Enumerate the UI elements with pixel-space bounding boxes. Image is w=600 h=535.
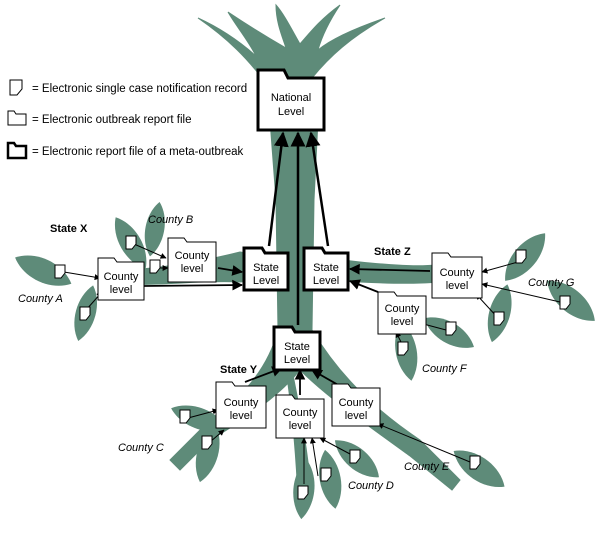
county-box-y2: County level	[275, 394, 325, 439]
case-record-icon	[149, 259, 161, 274]
state-z-level-node: State Level	[302, 246, 350, 292]
legend-outbreak-file-icon	[7, 110, 27, 126]
county-box-line2: level	[289, 420, 312, 432]
case-record-icon	[79, 306, 91, 321]
case-record-icon	[179, 409, 191, 424]
county-d-label: County D	[348, 480, 394, 492]
case-record-icon	[54, 264, 66, 279]
case-record-icon	[559, 295, 571, 310]
county-box-z2: County level	[377, 291, 427, 335]
case-record-icon	[515, 249, 527, 264]
county-box-line1: County	[283, 407, 318, 419]
state-y-level-line1: State	[284, 341, 310, 353]
legend: = Electronic single case notification re…	[6, 79, 247, 160]
county-box-y3: County level	[331, 383, 381, 427]
county-box-line2: level	[110, 284, 133, 296]
state-x-level-line2: Level	[253, 275, 279, 287]
case-record-icon	[469, 455, 481, 470]
legend-single-case-label: = Electronic single case notification re…	[32, 83, 247, 95]
county-box-z1: County level	[431, 252, 483, 299]
county-box-line1: County	[104, 271, 139, 283]
county-box-x2: County level	[167, 237, 217, 283]
county-box-line1: County	[224, 397, 259, 409]
legend-outbreak-file-label: = Electronic outbreak report file	[32, 114, 191, 126]
county-b-label: County B	[148, 214, 193, 226]
state-z-label: State Z	[374, 246, 411, 258]
county-box-y1: County level	[215, 381, 267, 429]
case-record-icon	[320, 467, 332, 482]
national-level-line2: Level	[278, 106, 304, 118]
state-x-label: State X	[50, 223, 88, 235]
state-y-label: State Y	[220, 364, 258, 376]
county-box-line2: level	[446, 280, 469, 292]
county-e-label: County E	[404, 461, 450, 473]
legend-single-case-icon	[9, 79, 23, 96]
county-box-line1: County	[175, 250, 210, 262]
case-record-icon	[297, 485, 309, 500]
county-box-line2: level	[391, 316, 414, 328]
case-record-icon	[125, 235, 137, 250]
county-box-line2: level	[181, 263, 204, 275]
case-record-icon	[445, 321, 457, 336]
case-record-icon	[349, 449, 361, 464]
county-f-label: County F	[422, 363, 468, 375]
county-box-line2: level	[230, 410, 253, 422]
county-a-label: County A	[18, 293, 63, 305]
county-box-line1: County	[385, 303, 420, 315]
single-case-records	[54, 235, 571, 500]
state-z-level-line2: Level	[313, 275, 339, 287]
county-c-label: County C	[118, 442, 164, 454]
case-record-icon	[201, 435, 213, 450]
legend-meta-outbreak-label: = Electronic report file of a meta-outbr…	[32, 146, 244, 158]
county-box-x1: County level	[97, 257, 145, 301]
county-box-line2: level	[345, 410, 368, 422]
state-z-level-line1: State	[313, 262, 339, 274]
state-y-level-line2: Level	[284, 354, 310, 366]
state-x-level-node: State Level	[242, 246, 290, 292]
state-x-level-line1: State	[253, 262, 279, 274]
county-box-line1: County	[440, 267, 475, 279]
national-level-line1: National	[271, 92, 311, 104]
national-level-node: National Level	[256, 68, 326, 132]
case-record-icon	[397, 341, 409, 356]
case-record-icon	[493, 311, 505, 326]
state-y-level-node: State Level	[272, 325, 322, 372]
county-box-line1: County	[339, 397, 374, 409]
legend-meta-outbreak-icon	[6, 141, 28, 160]
county-g-label: County G	[528, 277, 575, 289]
